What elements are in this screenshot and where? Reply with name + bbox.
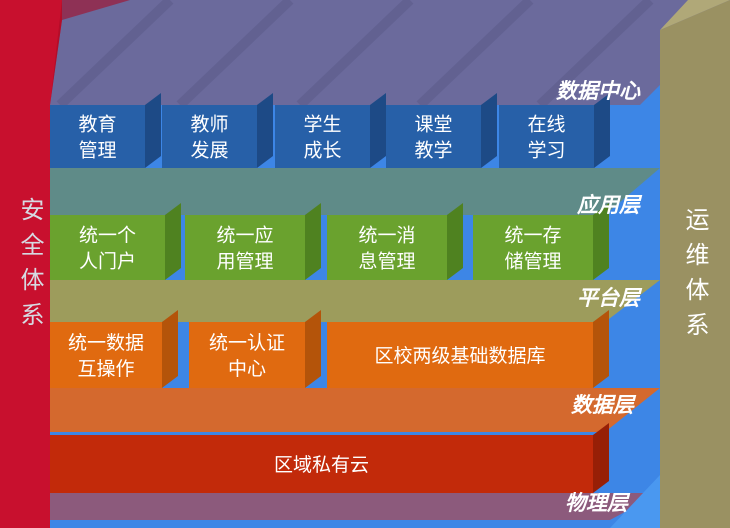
block-side [145, 93, 161, 168]
block-side [257, 93, 273, 168]
block-label: 管理 [78, 140, 116, 162]
block-side [165, 203, 181, 280]
layer-block: 区域私有云 [50, 423, 609, 493]
ops-pillar [660, 0, 730, 528]
block-face [162, 105, 257, 168]
layer-label: 应用层 [576, 193, 643, 217]
layer-label: 平台层 [577, 286, 643, 310]
block-label: 息管理 [358, 251, 415, 273]
corner-accent [610, 475, 660, 528]
block-face [189, 322, 305, 388]
block-side [594, 93, 610, 168]
plane-data-center [0, 0, 730, 105]
plane-stripe [296, 0, 414, 109]
block-side [162, 310, 178, 388]
block-face [327, 215, 447, 280]
block-label: 教育 [78, 114, 116, 136]
block-label: 课堂 [414, 114, 452, 136]
block-label: 统一个 [79, 225, 136, 247]
block-label: 统一应 [216, 225, 273, 247]
plane-application [0, 168, 660, 215]
security-pillar-label: 安全体系 [16, 197, 44, 337]
block-label: 在线 [527, 114, 565, 136]
block-label: 统一存 [504, 225, 561, 247]
layer-label: 数据中心 [556, 79, 641, 103]
block-label: 互操作 [77, 358, 134, 380]
block-label: 统一数据 [68, 332, 144, 354]
plane-platform [0, 280, 660, 322]
block-label: 发展 [190, 140, 228, 162]
block-label: 教学 [414, 140, 452, 162]
block-side [593, 310, 609, 388]
block-side [370, 93, 386, 168]
block-label: 学生 [303, 114, 341, 136]
plane-stripe [416, 0, 534, 109]
block-label: 成长 [303, 140, 341, 162]
block-label: 区校两级基础数据库 [374, 345, 545, 367]
security-pillar [0, 0, 130, 528]
block-face [499, 105, 594, 168]
layer-block: 区校两级基础数据库 [327, 310, 609, 388]
block-side [593, 203, 609, 280]
block-label: 储管理 [504, 251, 561, 273]
block-face [473, 215, 593, 280]
block-label: 人门户 [79, 251, 136, 273]
plane-stripe [536, 0, 654, 109]
block-face [327, 322, 593, 388]
block-label: 教师 [190, 114, 228, 136]
block-label: 统一消 [358, 225, 415, 247]
block-label: 区域私有云 [274, 454, 369, 476]
block-face [50, 435, 593, 493]
block-face [386, 105, 481, 168]
plane-stripe [176, 0, 294, 109]
block-side [593, 423, 609, 493]
ops-pillar-label: 运维体系 [681, 207, 709, 347]
plane-data [0, 388, 660, 432]
block-face [50, 215, 165, 280]
plane-stripe [56, 0, 174, 109]
block-side [447, 203, 463, 280]
layer-label: 物理层 [565, 491, 631, 515]
block-face [275, 105, 370, 168]
block-face [50, 105, 145, 168]
block-label: 中心 [228, 358, 266, 380]
block-face [185, 215, 305, 280]
block-label: 学习 [527, 140, 565, 162]
block-side [305, 203, 321, 280]
block-side [481, 93, 497, 168]
block-side [305, 310, 321, 388]
block-face [50, 322, 162, 388]
plane-physical [0, 493, 660, 520]
block-label: 用管理 [216, 251, 273, 273]
block-label: 统一认证 [209, 332, 285, 354]
layer-label: 数据层 [571, 393, 637, 417]
